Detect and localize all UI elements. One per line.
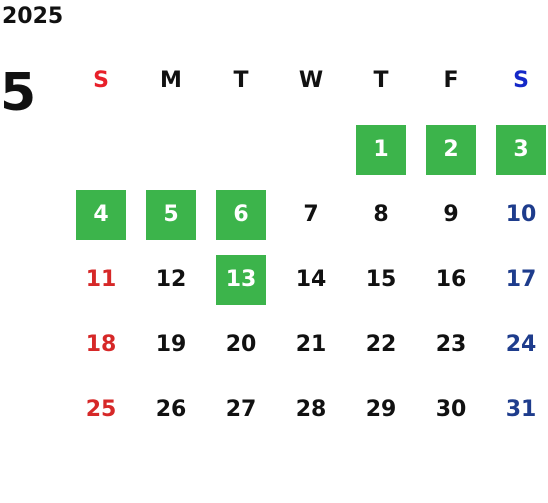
day-cell-16[interactable]: 16 — [435, 267, 467, 292]
weekday-header-thursday: T — [373, 68, 389, 93]
day-cell-23[interactable]: 23 — [435, 332, 467, 357]
day-cell-27[interactable]: 27 — [225, 397, 257, 422]
day-cell-14[interactable]: 14 — [295, 267, 327, 292]
day-cell-28[interactable]: 28 — [295, 397, 327, 422]
day-cell-24[interactable]: 24 — [505, 332, 537, 357]
day-cell-20[interactable]: 20 — [225, 332, 257, 357]
day-cell-25[interactable]: 25 — [85, 397, 117, 422]
weekday-header-monday: M — [160, 68, 182, 93]
day-cell-10[interactable]: 10 — [505, 202, 537, 227]
weekday-header-tuesday: T — [233, 68, 249, 93]
day-cell-29[interactable]: 29 — [365, 397, 397, 422]
day-cell-19[interactable]: 19 — [155, 332, 187, 357]
weekday-header-friday: F — [443, 68, 459, 93]
weekday-header-sunday: S — [93, 68, 109, 93]
day-cell-17[interactable]: 17 — [505, 267, 537, 292]
day-cell-31[interactable]: 31 — [505, 397, 537, 422]
day-cell-4-highlighted[interactable]: 4 — [76, 190, 126, 240]
day-cell-5-highlighted[interactable]: 5 — [146, 190, 196, 240]
day-cell-2-highlighted[interactable]: 2 — [426, 125, 476, 175]
day-cell-6-highlighted[interactable]: 6 — [216, 190, 266, 240]
year-label: 2025 — [2, 4, 64, 29]
day-cell-21[interactable]: 21 — [295, 332, 327, 357]
day-cell-22[interactable]: 22 — [365, 332, 397, 357]
day-cell-13-highlighted[interactable]: 13 — [216, 255, 266, 305]
month-number: 5 — [0, 63, 37, 123]
weekday-header-saturday: S — [513, 68, 529, 93]
day-cell-30[interactable]: 30 — [435, 397, 467, 422]
day-cell-26[interactable]: 26 — [155, 397, 187, 422]
day-cell-3-highlighted[interactable]: 3 — [496, 125, 546, 175]
day-cell-8[interactable]: 8 — [373, 202, 389, 227]
day-cell-9[interactable]: 9 — [443, 202, 459, 227]
day-cell-7[interactable]: 7 — [303, 202, 319, 227]
day-cell-15[interactable]: 15 — [365, 267, 397, 292]
day-cell-1-highlighted[interactable]: 1 — [356, 125, 406, 175]
day-cell-11[interactable]: 11 — [85, 267, 117, 292]
weekday-header-wednesday: W — [298, 68, 324, 93]
day-cell-18[interactable]: 18 — [85, 332, 117, 357]
day-cell-12[interactable]: 12 — [155, 267, 187, 292]
